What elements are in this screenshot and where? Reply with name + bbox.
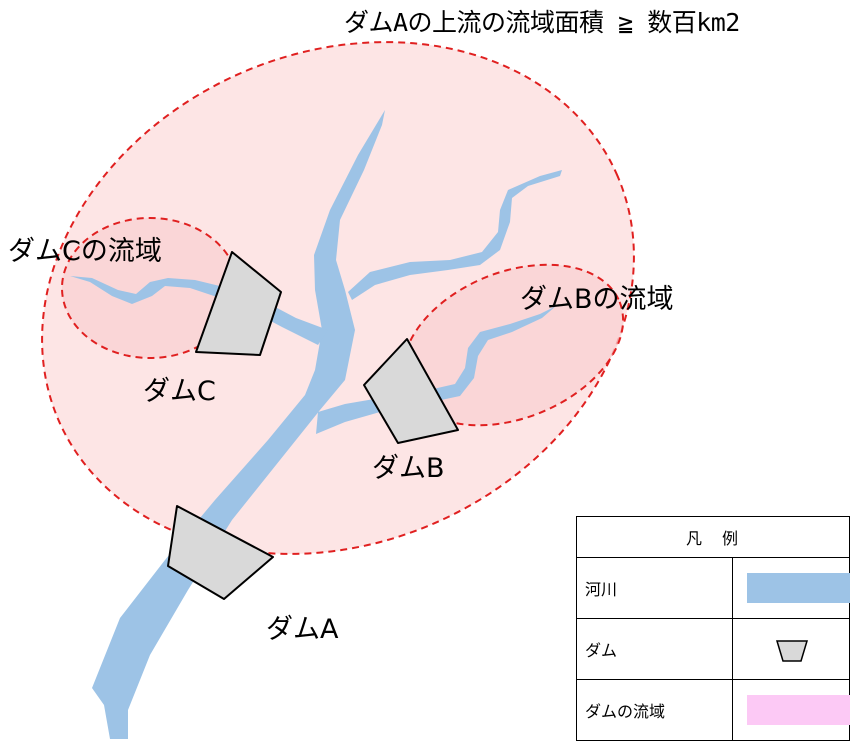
legend-row-dam: ダム — [576, 618, 850, 680]
legend-dam-label: ダム — [576, 618, 733, 680]
legend-river-label: 河川 — [576, 557, 733, 619]
legend-row-river: 河川 — [576, 557, 850, 619]
river-tributary-west — [70, 276, 328, 345]
dam-c-icon — [195, 251, 282, 356]
legend-header: 凡 例 — [576, 516, 850, 558]
dam-c-label: ダムC — [143, 376, 216, 407]
basin-b-label: ダムBの流域 — [520, 284, 674, 315]
dam-a-label: ダムA — [266, 614, 339, 645]
dam-b-label: ダムB — [372, 453, 445, 484]
basin-c-label: ダムCの流域 — [8, 236, 162, 267]
dam-a-icon — [167, 505, 274, 600]
basin-swatch-icon — [746, 695, 850, 725]
diagram-title: ダムAの上流の流域面積 ≧ 数百km2 — [344, 8, 740, 37]
dam-trapezoid-icon — [775, 640, 808, 662]
river-tributary-north — [348, 170, 562, 300]
river-swatch-icon — [746, 573, 850, 603]
dam-b-icon — [363, 338, 459, 444]
river-main — [92, 110, 385, 739]
legend-basin-label: ダムの流域 — [576, 679, 733, 741]
legend-row-basin: ダムの流域 — [576, 679, 850, 741]
legend: 凡 例 河川 ダム ダムの流域 — [576, 516, 850, 741]
